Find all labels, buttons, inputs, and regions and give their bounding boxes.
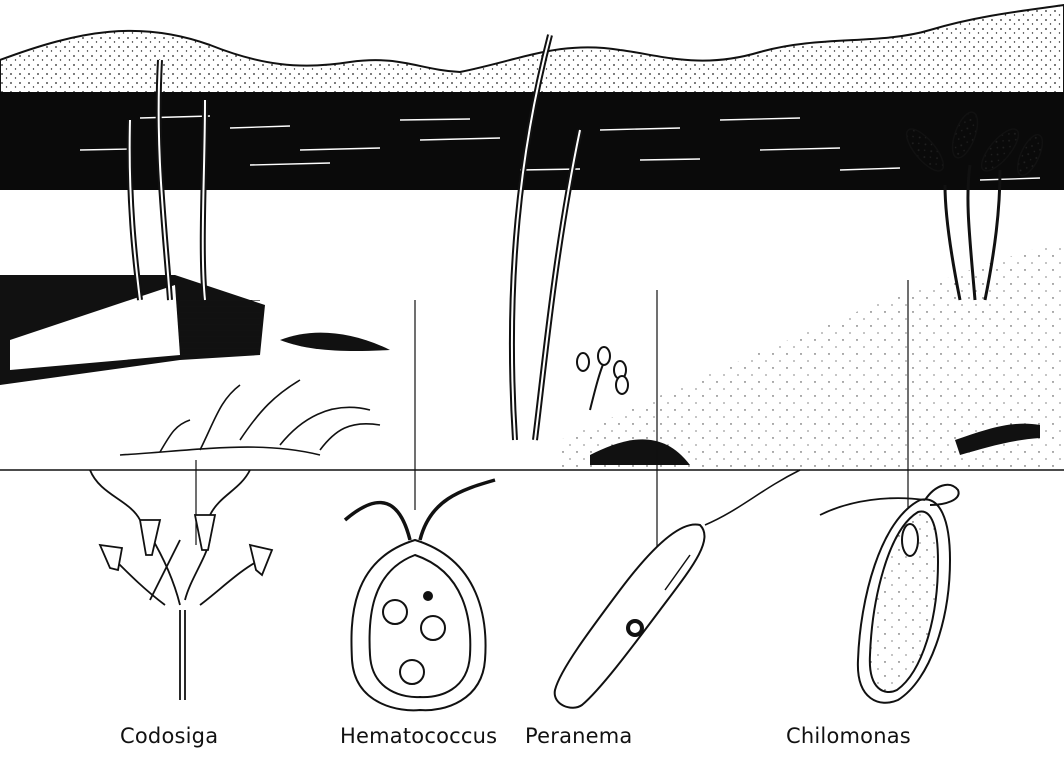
label-peranema: Peranema xyxy=(525,724,633,748)
small-stone xyxy=(280,333,390,351)
label-codosiga: Codosiga xyxy=(120,724,218,748)
peranema-drawing xyxy=(555,470,800,708)
stalked-cluster xyxy=(577,347,628,410)
codosiga-drawing xyxy=(90,470,272,700)
branched-plant xyxy=(120,380,380,455)
label-chilomonas: Chilomonas xyxy=(786,724,911,748)
hematococcus-drawing xyxy=(345,480,495,710)
label-hematococcus: Hematococcus xyxy=(340,724,497,748)
chilomonas-drawing xyxy=(820,485,959,703)
rock-hatching xyxy=(180,300,260,355)
